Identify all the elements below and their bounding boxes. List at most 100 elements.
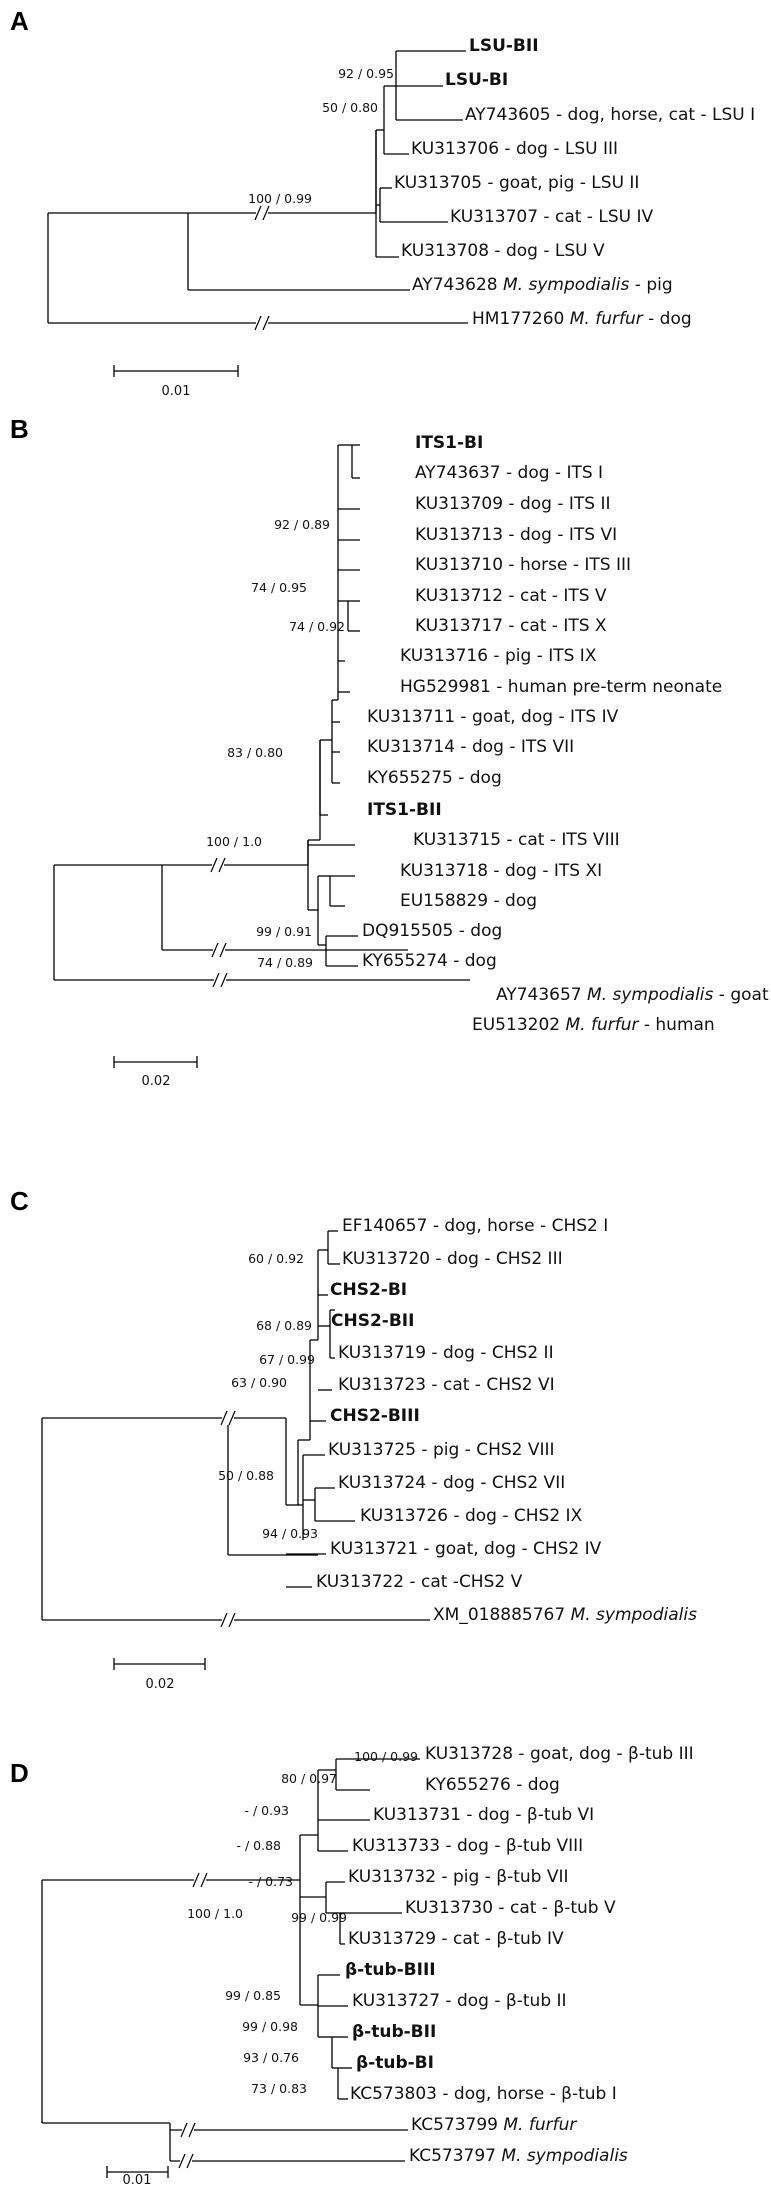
taxon-label: HM177260 M. furfur - dog [472,309,692,329]
support-value: 100 / 1.0 [206,834,262,849]
taxon-label: KU313730 - cat - β-tub V [405,1898,616,1918]
branch-break-mark [254,315,270,331]
taxon-label: KC573803 - dog, horse - β-tub I [350,2084,617,2104]
support-value: 99 / 0.91 [256,924,312,939]
support-value: 99 / 0.85 [225,1988,281,2003]
taxon-label: KU313717 - cat - ITS X [415,616,607,636]
support-value: 100 / 0.99 [354,1749,418,1764]
taxon-label: KC573797 M. sympodialis [409,2146,628,2166]
support-value: 67 / 0.99 [259,1352,315,1367]
support-value: 93 / 0.76 [243,2050,299,2065]
taxon-label: KU313712 - cat - ITS V [415,586,607,606]
support-value: 99 / 0.98 [242,2019,298,2034]
scale-bar: 0.02 [113,1658,206,1692]
taxon-label: KU313710 - horse - ITS III [415,555,631,575]
taxon-label: LSU-BI [445,70,508,90]
taxon-label: KU313721 - goat, dog - CHS2 IV [330,1539,602,1559]
taxon-label: KU313722 - cat -CHS2 V [316,1572,523,1592]
support-value: 92 / 0.95 [338,66,394,81]
branch-break-mark [211,942,227,958]
taxon-label: LSU-BII [469,36,539,56]
support-value: 92 / 0.89 [274,517,330,532]
taxon-label: DQ915505 - dog [362,921,502,941]
branch-break-mark [212,972,228,988]
taxon-label: β-tub-BI [356,2053,434,2073]
support-value: 83 / 0.80 [227,745,283,760]
taxon-label: EU513202 M. furfur - human [472,1015,715,1035]
taxon-label: KU313714 - dog - ITS VII [367,737,574,757]
taxon-label: XM_018885767 M. sympodialis [433,1605,697,1625]
support-value: 60 / 0.92 [248,1251,304,1266]
panel-letter: D [10,1758,29,1788]
taxon-label: ITS1-BII [367,800,442,820]
taxon-label: KU313720 - dog - CHS2 III [342,1249,563,1269]
taxon-label: KU313711 - goat, dog - ITS IV [367,707,619,727]
taxon-label: KU313726 - dog - CHS2 IX [360,1506,583,1526]
taxon-label: ITS1-BI [415,433,483,453]
panel-a: A LSU-BII LSU-BI AY743605 - dog, horse, cat… [10,6,755,399]
taxon-label: KU313716 - pig - ITS IX [400,646,597,666]
taxon-label: KU313725 - pig - CHS2 VIII [328,1440,555,1460]
panel-letter: C [10,1186,29,1216]
branch-break-mark [254,205,270,221]
taxon-label: β-tub-BIII [345,1960,436,1980]
branch-break-mark [220,1612,236,1628]
taxon-label: KU313708 - dog - LSU V [401,241,605,261]
taxon-label: AY743628 M. sympodialis - pig [412,275,673,295]
taxon-label: KU313719 - dog - CHS2 II [338,1343,554,1363]
taxon-label: KU313729 - cat - β-tub IV [348,1929,564,1949]
taxon-label: AY743605 - dog, horse, cat - LSU I [465,105,755,125]
taxon-label: KU313727 - dog - β-tub II [352,1991,567,2011]
branch-break-mark [210,857,226,873]
taxon-label: KU313706 - dog - LSU III [411,139,618,159]
scale-bar: 0.02 [113,1056,198,1089]
scale-bar: 0.01 [113,365,239,399]
branch-break-mark [220,1410,236,1426]
support-value: 68 / 0.89 [256,1318,312,1333]
panel-letter: A [10,6,29,36]
taxon-label: KU313715 - cat - ITS VIII [413,830,620,850]
support-value: - / 0.88 [236,1838,281,1853]
taxon-label: KU313728 - goat, dog - β-tub III [425,1744,694,1764]
panel-b: B ITS1-BI AY743637 - dog - ITS I KU313709 -… [10,414,769,1089]
taxon-label: CHS2-BIII [330,1406,420,1426]
scale-label: 0.02 [146,1677,175,1692]
taxon-label: KU313733 - dog - β-tub VIII [352,1836,583,1856]
taxon-label: KU313718 - dog - ITS XI [400,861,602,881]
scale-bar: 0.01 [106,2166,169,2187]
support-value: 50 / 0.88 [218,1468,274,1483]
support-value: 100 / 1.0 [187,1906,243,1921]
branch-break-mark [178,2153,194,2169]
taxon-label: KU313709 - dog - ITS II [415,494,611,514]
branch-break-mark [192,1872,208,1888]
taxon-label: AY743637 - dog - ITS I [415,463,603,483]
taxon-label: KY655274 - dog [362,951,497,971]
panel-letter: B [10,414,29,444]
taxon-label: KU313705 - goat, pig - LSU II [394,173,639,193]
taxon-label: KC573799 M. furfur [411,2115,577,2135]
support-value: 74 / 0.92 [289,619,345,634]
taxon-label: EF140657 - dog, horse - CHS2 I [342,1216,608,1236]
branch-break-mark [180,2122,196,2138]
taxon-label: CHS2-BII [331,1311,414,1331]
support-value: 73 / 0.83 [251,2081,307,2096]
taxon-label: KU313707 - cat - LSU IV [450,207,653,227]
taxon-label: KU313732 - pig - β-tub VII [348,1867,569,1887]
taxon-label: KU313731 - dog - β-tub VI [373,1805,594,1825]
support-value: - / 0.73 [248,1874,293,1889]
support-value: 74 / 0.95 [251,580,307,595]
taxon-label: AY743657 M. sympodialis - goat [496,985,769,1005]
taxon-label: β-tub-BII [352,2022,436,2042]
scale-label: 0.01 [162,384,191,399]
taxon-label: KY655275 - dog [367,768,502,788]
taxon-label: HG529981 - human pre-term neonate [400,677,722,697]
support-value: 50 / 0.80 [322,100,378,115]
taxon-label: KU313723 - cat - CHS2 VI [338,1375,555,1395]
taxon-label: CHS2-BI [330,1280,407,1300]
support-value: - / 0.93 [244,1803,289,1818]
support-value: 99 / 0.99 [291,1910,347,1925]
support-value: 63 / 0.90 [231,1375,287,1390]
taxon-label: KY655276 - dog [425,1775,560,1795]
support-value: 80 / 0.97 [281,1771,337,1786]
